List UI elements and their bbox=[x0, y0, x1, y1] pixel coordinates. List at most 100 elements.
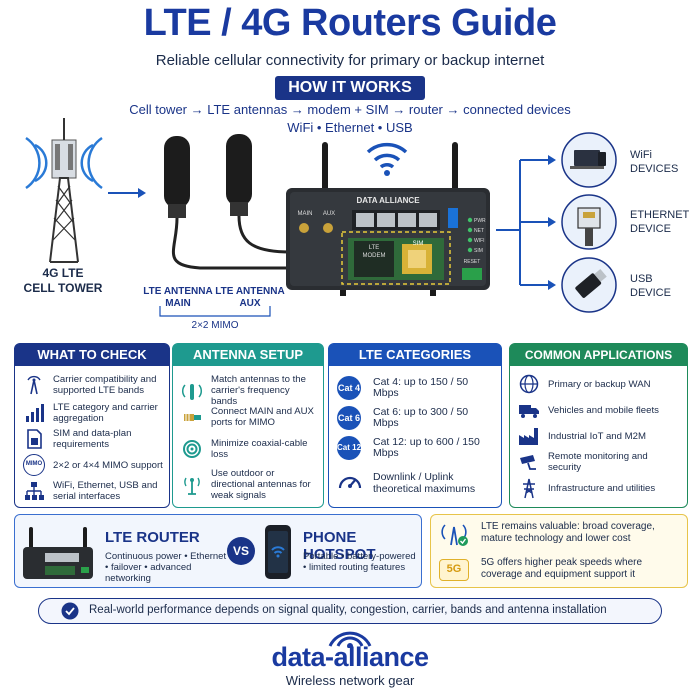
antenna-item-match: Match antennas to the carrier's frequenc… bbox=[181, 374, 317, 407]
check-item-interfaces: WiFi, Ethernet, USB and serial interface… bbox=[23, 480, 163, 502]
category-footer-text: Downlink / Uplink theoretical maximums bbox=[373, 471, 476, 495]
modem-label: LTE MODEM bbox=[355, 244, 393, 260]
app-item-vehicles: Vehicles and mobile fleets bbox=[518, 399, 681, 421]
app-item-iot: Industrial IoT and M2M bbox=[518, 425, 681, 447]
ethernet-plug-icon bbox=[561, 194, 617, 250]
router-port-aux: AUX bbox=[322, 211, 336, 217]
antenna-setup-panel: ANTENNA SETUP Match antennas to the carr… bbox=[172, 343, 324, 508]
check-item-sim: SIM and data-plan requirements bbox=[23, 428, 163, 450]
antenna-item-ports-text: Connect MAIN and AUX ports for MIMO bbox=[211, 406, 314, 428]
check-item-category: LTE category and carrier aggregation bbox=[23, 402, 163, 424]
app-item-wan: Primary or backup WAN bbox=[518, 373, 681, 395]
led-net: NET bbox=[474, 228, 484, 234]
applications-panel: COMMON APPLICATIONS Primary or backup WA… bbox=[509, 343, 688, 508]
ethernet-device-label: ETHERNET DEVICE bbox=[630, 208, 689, 236]
cat6-badge: Cat 6 bbox=[337, 406, 361, 430]
router-small-icon bbox=[23, 527, 93, 579]
category-item-cat4: Cat 4 Cat 4: up to 150 / 50 Mbps bbox=[337, 376, 495, 400]
page-subtitle: Reliable cellular connectivity for prima… bbox=[155, 52, 545, 69]
category-item-cat6-text: Cat 6: up to 300 / 50 Mbps bbox=[373, 406, 469, 429]
wifi-devices-label-line2: DEVICES bbox=[630, 163, 679, 175]
check-item-carrier: Carrier compatibility and supported LTE … bbox=[23, 374, 163, 396]
app-item-monitoring: Remote monitoring and security bbox=[518, 451, 681, 473]
antenna-main-label-line1: LTE ANTENNA bbox=[143, 286, 213, 297]
tower-label-line2: CELL TOWER bbox=[23, 281, 103, 295]
lte-categories-panel: LTE CATEGORIES Cat 4 Cat 4: up to 150 / … bbox=[328, 343, 502, 508]
category-item-cat12-text: Cat 12: up to 600 / 150 Mbps bbox=[373, 436, 480, 459]
flow-description: Cell tower → LTE antennas → modem + SIM … bbox=[129, 102, 571, 117]
signal-bars-icon bbox=[26, 404, 44, 422]
globe-icon bbox=[519, 374, 539, 394]
app-item-iot-text: Industrial IoT and M2M bbox=[548, 430, 646, 442]
coax-cable-icon bbox=[183, 440, 201, 458]
antenna-item-outdoor-text: Use outdoor or directional antennas for … bbox=[211, 468, 311, 501]
antenna-signal-icon bbox=[181, 383, 203, 400]
cat4-badge: Cat 4 bbox=[337, 376, 361, 400]
modem-label-line2: MODEM bbox=[362, 253, 386, 259]
led-pwr: PWR bbox=[474, 218, 486, 224]
antenna-item-outdoor: Use outdoor or directional antennas for … bbox=[181, 468, 317, 501]
category-item-cat6: Cat 6 Cat 6: up to 300 / 50 Mbps bbox=[337, 406, 495, 430]
flow-outputs: WiFi • Ethernet • USB bbox=[287, 120, 413, 135]
antenna-item-cable: Minimize coaxial-cable loss bbox=[181, 438, 317, 460]
wifi-devices-label: WiFi DEVICES bbox=[630, 148, 678, 176]
tower-label-line1: 4G LTE bbox=[42, 266, 84, 280]
router-brand: DATA ALLIANCE bbox=[356, 196, 420, 205]
modem-label-line1: LTE bbox=[368, 245, 380, 251]
check-item-sim-text: SIM and data-plan requirements bbox=[53, 428, 132, 450]
category-item-cat4-text: Cat 4: up to 150 / 50 Mbps bbox=[373, 376, 469, 399]
brand-logo: data-alliance bbox=[271, 642, 429, 672]
what-to-check-title: WHAT TO CHECK bbox=[15, 344, 169, 366]
brand-tagline: Wireless network gear bbox=[285, 673, 415, 688]
fiveg-badge: 5G bbox=[439, 559, 469, 581]
app-item-infrastructure: Infrastructure and utilities bbox=[518, 477, 681, 499]
page-title: LTE / 4G Routers Guide bbox=[143, 2, 557, 44]
check-circle-icon bbox=[61, 602, 79, 620]
router-vs-hotspot: LTE ROUTER Continuous power • Ethernet •… bbox=[14, 514, 422, 588]
led-wifi: WIFI bbox=[474, 238, 485, 244]
app-item-infrastructure-text: Infrastructure and utilities bbox=[548, 482, 656, 494]
connectivity-diagram bbox=[25, 118, 617, 317]
check-item-mimo: MIMO 2×2 or 4×4 MIMO support bbox=[23, 454, 163, 476]
performance-note: Real-world performance depends on signal… bbox=[38, 598, 662, 624]
antenna-item-match-text: Match antennas to the carrier's frequenc… bbox=[211, 374, 306, 407]
what-to-check-panel: WHAT TO CHECK Carrier compatibility and … bbox=[14, 343, 170, 508]
tower-label: 4G LTE CELL TOWER bbox=[20, 266, 106, 296]
phone-hotspot-icon bbox=[265, 525, 291, 579]
wifi-devices-label-line1: WiFi bbox=[630, 149, 652, 161]
app-item-vehicles-text: Vehicles and mobile fleets bbox=[548, 404, 659, 416]
usb-device-label-line1: USB bbox=[630, 273, 653, 285]
sim-card-icon bbox=[27, 429, 42, 449]
performance-note-text: Real-world performance depends on signal… bbox=[89, 604, 607, 616]
tower-small-icon bbox=[27, 375, 41, 395]
cat12-badge: Cat 12 bbox=[337, 436, 361, 460]
check-item-carrier-text: Carrier compatibility and supported LTE … bbox=[53, 374, 157, 396]
usb-stick-icon bbox=[561, 257, 617, 313]
lte-note-text: LTE remains valuable: broad coverage, ma… bbox=[481, 521, 655, 544]
hotspot-description: Portable • battery-powered • limited rou… bbox=[303, 551, 416, 573]
hotspot-title: PHONE HOTSPOT bbox=[303, 529, 376, 563]
check-item-mimo-text: 2×2 or 4×4 MIMO support bbox=[53, 459, 163, 471]
security-camera-icon bbox=[520, 455, 536, 470]
vs-badge: VS bbox=[227, 537, 255, 565]
lte-5g-note: LTE remains valuable: broad coverage, ma… bbox=[430, 514, 688, 588]
category-item-cat12: Cat 12 Cat 12: up to 600 / 150 Mbps bbox=[337, 436, 495, 460]
lte-tower-check-icon bbox=[441, 524, 468, 546]
led-sim: SIM bbox=[474, 248, 483, 254]
how-it-works-badge: HOW IT WORKS bbox=[275, 76, 425, 100]
applications-title: COMMON APPLICATIONS bbox=[510, 344, 687, 366]
check-item-category-text: LTE category and carrier aggregation bbox=[53, 402, 158, 424]
lte-router-icon bbox=[286, 142, 490, 296]
usb-device-label-line2: DEVICE bbox=[630, 287, 671, 299]
category-footer: Downlink / Uplink theoretical maximums bbox=[337, 470, 495, 496]
antenna-item-ports: Connect MAIN and AUX ports for MIMO bbox=[181, 406, 317, 428]
factory-icon bbox=[519, 428, 538, 445]
antenna-aux-label-line1: LTE ANTENNA bbox=[215, 286, 285, 297]
sma-connector-icon bbox=[184, 414, 201, 421]
antenna-item-cable-text: Minimize coaxial-cable loss bbox=[211, 438, 308, 460]
power-pylon-icon bbox=[523, 478, 535, 499]
mimo-badge-icon: MIMO bbox=[23, 454, 45, 476]
check-item-interfaces-text: WiFi, Ethernet, USB and serial interface… bbox=[53, 480, 158, 502]
antenna-main-label: LTE ANTENNA MAIN bbox=[140, 286, 216, 310]
wifi-icon bbox=[366, 142, 408, 176]
